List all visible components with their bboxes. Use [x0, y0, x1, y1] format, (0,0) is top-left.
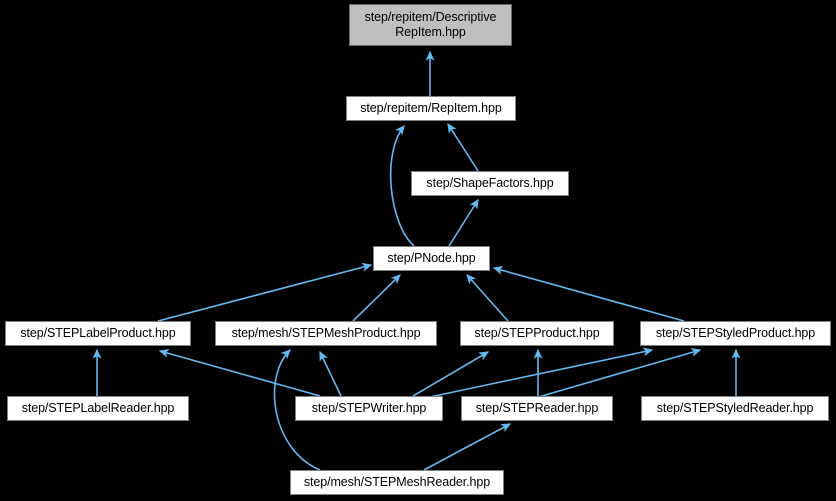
graph-edge-stepmeshproduct-to-pnode — [352, 274, 401, 322]
graph-node-label: step/mesh/STEPMeshProduct.hpp — [231, 326, 421, 340]
graph-node-stepmeshproduct[interactable]: step/mesh/STEPMeshProduct.hpp — [215, 321, 437, 346]
graph-node-label: step/STEPStyledReader.hpp — [656, 401, 814, 415]
graph-node-label: step/STEPLabelReader.hpp — [21, 401, 175, 415]
graph-edge-stepproduct-to-pnode — [466, 274, 509, 322]
graph-node-pnode[interactable]: step/PNode.hpp — [373, 246, 490, 271]
graph-edge-stepwriter-to-steplabelproduct — [158, 349, 321, 397]
graph-node-steplabelreader[interactable]: step/STEPLabelReader.hpp — [7, 396, 189, 421]
graph-node-descriptive-repitem[interactable]: step/repitem/Descriptive RepItem.hpp — [349, 4, 512, 46]
graph-edge-stepmeshreader-to-stepreader — [423, 423, 512, 471]
graph-node-label: step/ShapeFactors.hpp — [426, 176, 554, 190]
graph-edge-steplabelproduct-to-pnode — [157, 262, 373, 322]
graph-node-steplabelproduct[interactable]: step/STEPLabelProduct.hpp — [5, 321, 191, 346]
graph-edge-stepwriter-to-stepproduct — [412, 351, 490, 397]
graph-node-label: step/STEPProduct.hpp — [474, 326, 600, 340]
graph-node-label: step/STEPWriter.hpp — [311, 401, 427, 415]
graph-node-label: step/repitem/RepItem.hpp — [360, 101, 502, 115]
graph-node-stepproduct[interactable]: step/STEPProduct.hpp — [460, 321, 614, 346]
graph-edge-stepreader-to-stepstyledproduct — [534, 348, 702, 399]
graph-edge-pnode-to-shapefactors — [448, 198, 479, 247]
graph-edge-shapefactors-to-repitem — [447, 122, 479, 172]
graph-node-stepstyledreader[interactable]: step/STEPStyledReader.hpp — [641, 396, 829, 421]
graph-node-stepstyledproduct[interactable]: step/STEPStyledProduct.hpp — [640, 321, 831, 346]
graph-node-label: step/STEPStyledProduct.hpp — [655, 326, 816, 340]
graph-edge-stepwriter-to-stepstyledproduct — [424, 347, 654, 399]
graph-node-stepmeshreader[interactable]: step/mesh/STEPMeshReader.hpp — [290, 470, 504, 495]
graph-edge-stepwriter-to-stepmeshproduct — [319, 350, 342, 397]
graph-node-label: step/PNode.hpp — [387, 251, 476, 265]
graph-node-stepreader[interactable]: step/STEPReader.hpp — [461, 396, 613, 421]
graph-node-shapefactors[interactable]: step/ShapeFactors.hpp — [411, 171, 569, 196]
graph-node-stepwriter[interactable]: step/STEPWriter.hpp — [295, 396, 443, 421]
graph-node-label: step/mesh/STEPMeshReader.hpp — [303, 475, 491, 489]
graph-node-label: step/repitem/Descriptive RepItem.hpp — [364, 10, 497, 39]
graph-node-repitem[interactable]: step/repitem/RepItem.hpp — [346, 96, 516, 121]
graph-node-label: step/STEPLabelProduct.hpp — [20, 326, 176, 340]
graph-node-label: step/STEPReader.hpp — [475, 401, 599, 415]
graph-edge-stepstyledproduct-to-pnode — [492, 266, 685, 322]
